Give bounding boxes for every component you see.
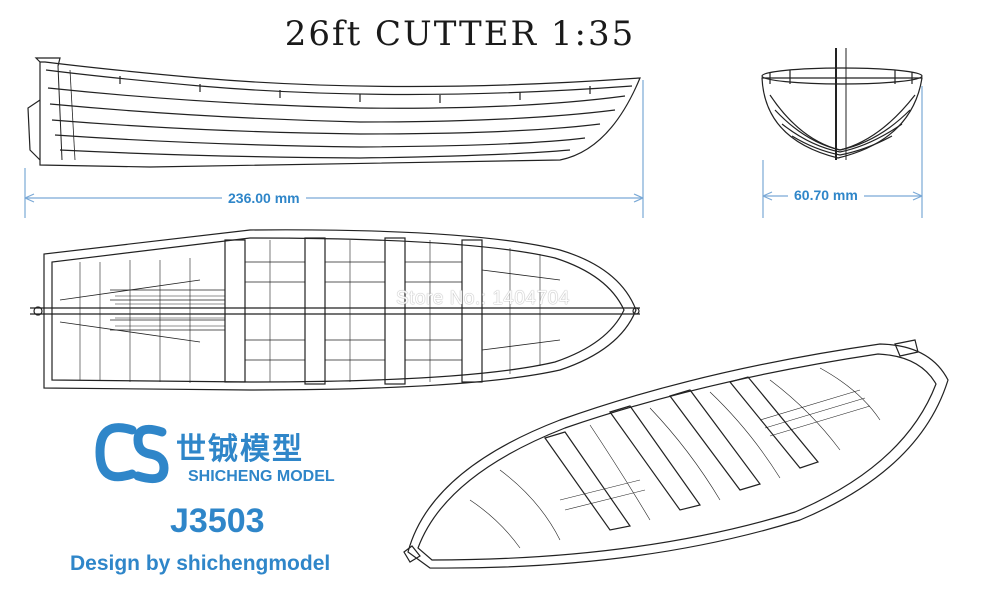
plan-view bbox=[30, 229, 640, 391]
thwarts bbox=[224, 237, 483, 385]
thole-pins bbox=[119, 76, 591, 103]
drawing-title: 26ft CUTTER 1:35 bbox=[284, 14, 636, 54]
store-watermark: Store No.: 1404704 bbox=[396, 288, 570, 309]
length-dimension-line bbox=[24, 80, 644, 218]
model-number: J3503 bbox=[170, 502, 265, 540]
perspective-ribs bbox=[469, 367, 881, 549]
beam-dimension-label: 60.70 mm bbox=[788, 187, 864, 203]
cs-logo-icon bbox=[95, 423, 169, 484]
brand-name-english: SHICHENG MODEL bbox=[188, 468, 335, 485]
length-dimension-label: 236.00 mm bbox=[222, 190, 306, 206]
side-profile-view bbox=[27, 57, 641, 168]
floor-grating bbox=[115, 295, 225, 327]
bow-view bbox=[761, 48, 923, 160]
perspective-thwarts bbox=[544, 376, 820, 531]
plan-ribs bbox=[79, 240, 541, 383]
brand-name-chinese: 世铖模型 bbox=[176, 432, 304, 467]
design-credit: Design by shichengmodel bbox=[70, 552, 331, 575]
perspective-grating bbox=[559, 389, 871, 511]
perspective-view bbox=[403, 339, 949, 569]
bow-thole-pins bbox=[769, 70, 913, 84]
